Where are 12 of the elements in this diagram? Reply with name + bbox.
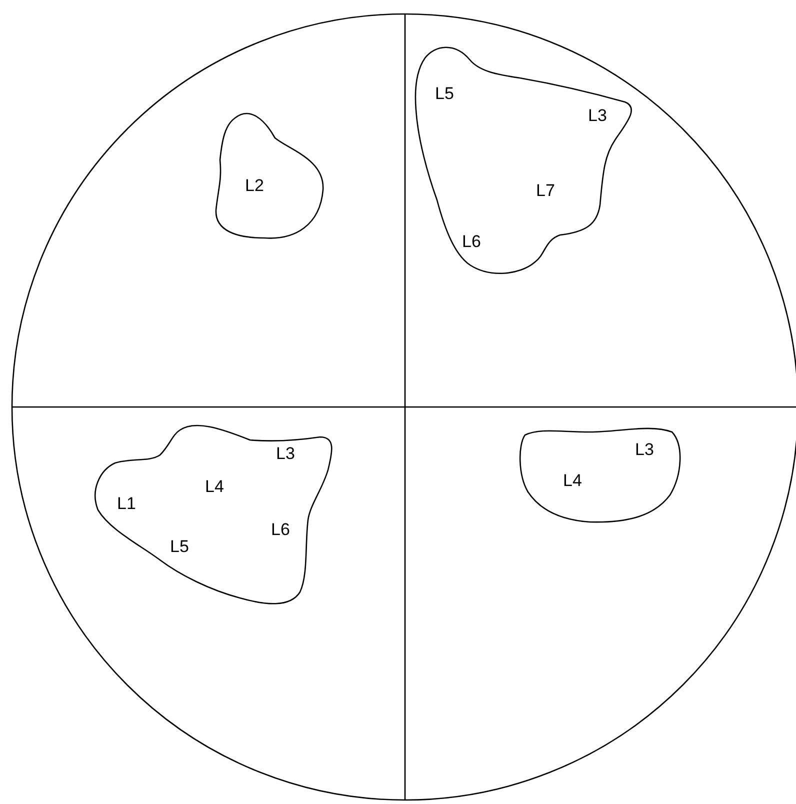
region-label: L2: [245, 177, 264, 194]
region-label: L6: [462, 233, 481, 250]
region-label: L1: [117, 495, 136, 512]
region-label: L3: [635, 441, 654, 458]
region-label: L4: [563, 472, 582, 489]
region-label: L4: [205, 478, 224, 495]
region-label: L5: [170, 538, 189, 555]
region-label: L3: [588, 107, 607, 124]
region-label: L7: [536, 182, 555, 199]
region-label: L3: [276, 445, 295, 462]
region-label: L5: [435, 85, 454, 102]
region-label: L6: [271, 521, 290, 538]
